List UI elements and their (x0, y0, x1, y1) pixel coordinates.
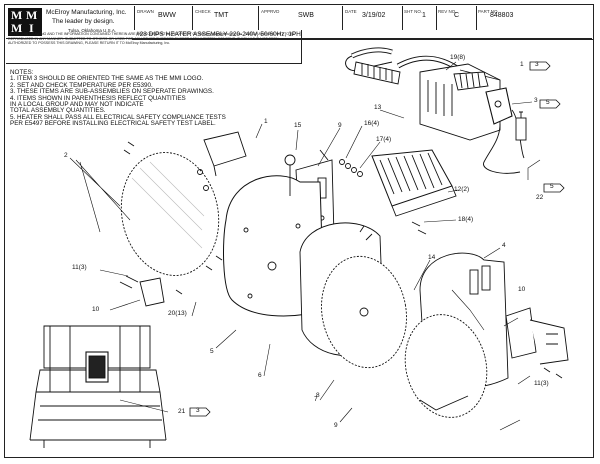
drawn-value: BWW (158, 12, 176, 19)
apprvd-label: APPRVD (261, 9, 280, 14)
rev-value: C (454, 12, 460, 19)
callout-item-4: 4 (502, 242, 506, 249)
heater-plate-bottom (404, 314, 488, 418)
callout-item-21: 21 (178, 408, 186, 415)
callout-flag-1: 3 (535, 61, 539, 68)
sheet-border (4, 4, 594, 458)
callout-item-1-right: 1 (520, 61, 524, 68)
handle-and-power-cord (345, 47, 527, 174)
grip-ribs (453, 71, 489, 91)
callout-item-18: 18(4) (458, 216, 474, 223)
callout-item-17: 17(4) (376, 136, 392, 143)
callout-flag-3: 5 (546, 99, 550, 106)
callout-item-14: 14 (428, 254, 436, 261)
logo-letter: M (26, 8, 38, 22)
mounting-bracket-left (119, 275, 165, 307)
callout-item-11-left: 11(3) (72, 264, 87, 271)
logo-letter: I (29, 21, 34, 35)
note-line: IN A LOCAL GROUP AND MAY NOT INDICATE (10, 101, 144, 109)
check-label: CHECK (195, 9, 211, 14)
company-tagline: The leader by design. (52, 18, 115, 25)
callout-item-3: 3 (534, 97, 538, 104)
callout-item-2: 2 (64, 152, 68, 159)
company-name: McElroy Manufacturing, Inc. (46, 9, 127, 16)
callout-item-11-right: 11(3) (534, 380, 549, 387)
spacer-stack (319, 149, 363, 177)
control-box (485, 87, 513, 125)
date-label: DATE (345, 9, 357, 14)
fastener-screws (123, 141, 563, 379)
callout-item-22: 22 (536, 194, 544, 201)
face-plate (321, 255, 407, 369)
logo-letter: M (11, 21, 23, 35)
sht-value: 1 (422, 12, 426, 19)
title-block: M M M I McElroy Manufacturing, Inc. The … (6, 6, 592, 39)
callout-item-9-bottom: 9 (334, 422, 338, 429)
callout-item-20: 20(13) (168, 310, 187, 317)
main-heater-plate (223, 175, 325, 317)
callout-item-10-left: 10 (92, 306, 100, 313)
confidentiality-notice: NOTE: THIS DRAWING AND THE INFORMATION C… (6, 30, 302, 64)
notes-block: NOTES: 1. ITEM 3 SHOULD BE ORIENTED THE … (10, 69, 260, 128)
callout-item-5: 5 (210, 348, 214, 355)
note-line: 1. ITEM 3 SHOULD BE ORIENTED THE SAME AS… (10, 75, 204, 83)
stand-inset-view (29, 325, 167, 448)
heater-plate-left (120, 152, 220, 276)
note-line: 5. HEATER SHALL PASS ALL ELECTRICAL SAFE… (10, 113, 226, 121)
drawing-title: #28 DIPS HEATER ASSEMBLY 220-240V, 50/60… (132, 30, 594, 40)
rev-label: REV NO. (438, 9, 457, 14)
apprvd-value: SWB (298, 12, 314, 19)
callout-item-16: 16(4) (364, 120, 380, 127)
mounting-bracket-right (505, 307, 569, 365)
callout-item-9-top: 9 (338, 122, 342, 129)
callout-flag-21: 3 (196, 407, 200, 414)
drawn-label: DRAWN (137, 9, 154, 14)
note-line: 4. ITEMS SHOWN IN PARENTHESIS REFLECT QU… (10, 94, 186, 102)
part-label: PART NO. (478, 9, 499, 14)
callout-item-12: 12(2) (454, 186, 470, 193)
note-line: TOTAL ASSEMBLY QUANTITIES. (10, 107, 106, 115)
callout-item-1: 1 (264, 118, 268, 125)
handle-clip (203, 131, 247, 177)
callout-flag-22: 5 (550, 183, 554, 190)
logo-letter: M (11, 8, 23, 22)
note-line: PER E5497 BEFORE INSTALLING ELECTRICAL S… (10, 120, 216, 128)
check-value: TMT (214, 12, 229, 19)
heater-element-block (371, 149, 457, 217)
note-line: 3. THESE ITEMS ARE SUB-ASSEMBLIES ON SEP… (10, 88, 214, 96)
callout-item-7: 7 (314, 396, 318, 403)
part-value: 848803 (490, 12, 514, 19)
callout-item-6: 6 (258, 372, 262, 379)
callout-item-19: 19(8) (450, 54, 466, 61)
note-line: 2. SET AND CHECK TEMPERATURE PER E5390. (10, 81, 153, 89)
callout-item-10-right: 10 (518, 286, 526, 293)
company-city: Tulsa, Oklahoma U.S.A. (68, 28, 117, 33)
sht-label: SHT NO. (404, 9, 423, 14)
callout-item-15: 15 (294, 122, 302, 129)
callout-item-13: 13 (374, 104, 382, 111)
mmi-logo: M M M I (8, 8, 42, 36)
callout-item-8: 8 (316, 392, 320, 399)
thermometer-probe (284, 154, 296, 196)
note-line: NOTES: (10, 69, 34, 76)
callout-flags (189, 61, 565, 417)
callout-leaders (69, 61, 541, 431)
grip-handle (353, 61, 401, 85)
date-value: 3/19/02 (362, 12, 386, 19)
